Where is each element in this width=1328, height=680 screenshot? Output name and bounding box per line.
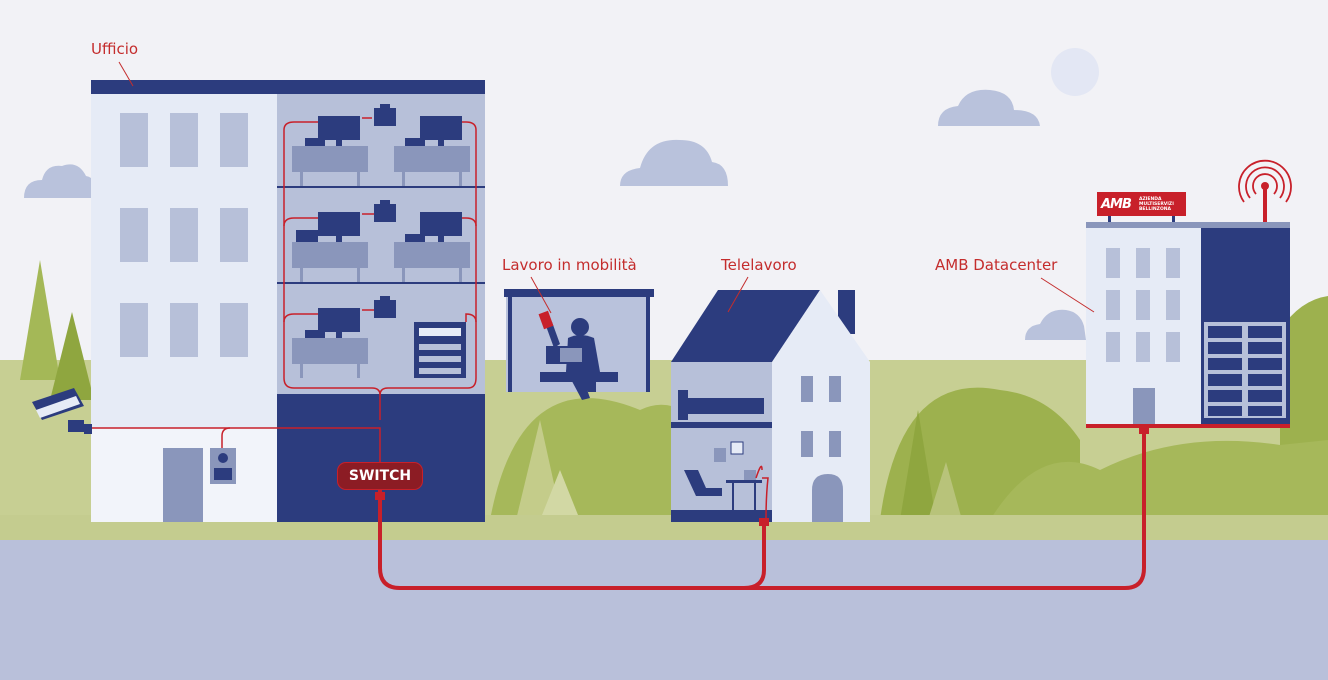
label-lavoro-in-mobilita: Lavoro in mobilità	[502, 256, 637, 274]
amb-logo-text: AZIENDA MULTISERVIZI BELLINZONA	[1139, 197, 1174, 212]
cloud	[24, 89, 1086, 340]
amb-logo-line: BELLINZONA	[1139, 206, 1172, 212]
label-amb-datacenter: AMB Datacenter	[935, 256, 1058, 274]
house-cabling	[755, 465, 769, 521]
ground	[0, 540, 1328, 680]
tree	[540, 470, 580, 520]
person-with-phone	[538, 310, 600, 400]
door	[812, 474, 843, 522]
sun	[1051, 48, 1099, 96]
tree	[900, 410, 936, 520]
label-leader	[118, 61, 1095, 314]
tree	[928, 462, 962, 520]
amb-logo-line: AZIENDA	[1139, 196, 1162, 202]
label-telelavoro: Telelavoro	[721, 256, 797, 274]
office-desks	[292, 116, 470, 378]
door	[163, 448, 203, 522]
door	[1133, 388, 1155, 424]
office-cabling	[84, 117, 477, 462]
tree	[20, 260, 60, 380]
network-cable	[378, 428, 1146, 590]
amb-logo: AMB	[1101, 196, 1132, 212]
phone-icon	[374, 104, 396, 318]
label-ufficio: Ufficio	[91, 40, 139, 58]
amb-logo-line: MULTISERVIZI	[1139, 201, 1174, 207]
tree	[50, 312, 94, 400]
datacenter-building	[1086, 182, 1290, 428]
amb-logo-sign: AMB AZIENDA MULTISERVIZI BELLINZONA	[1097, 192, 1186, 216]
antenna-signal-icon	[1238, 159, 1292, 203]
house	[671, 290, 870, 522]
switch-box: SWITCH	[337, 462, 423, 490]
camera-icon	[32, 388, 92, 434]
